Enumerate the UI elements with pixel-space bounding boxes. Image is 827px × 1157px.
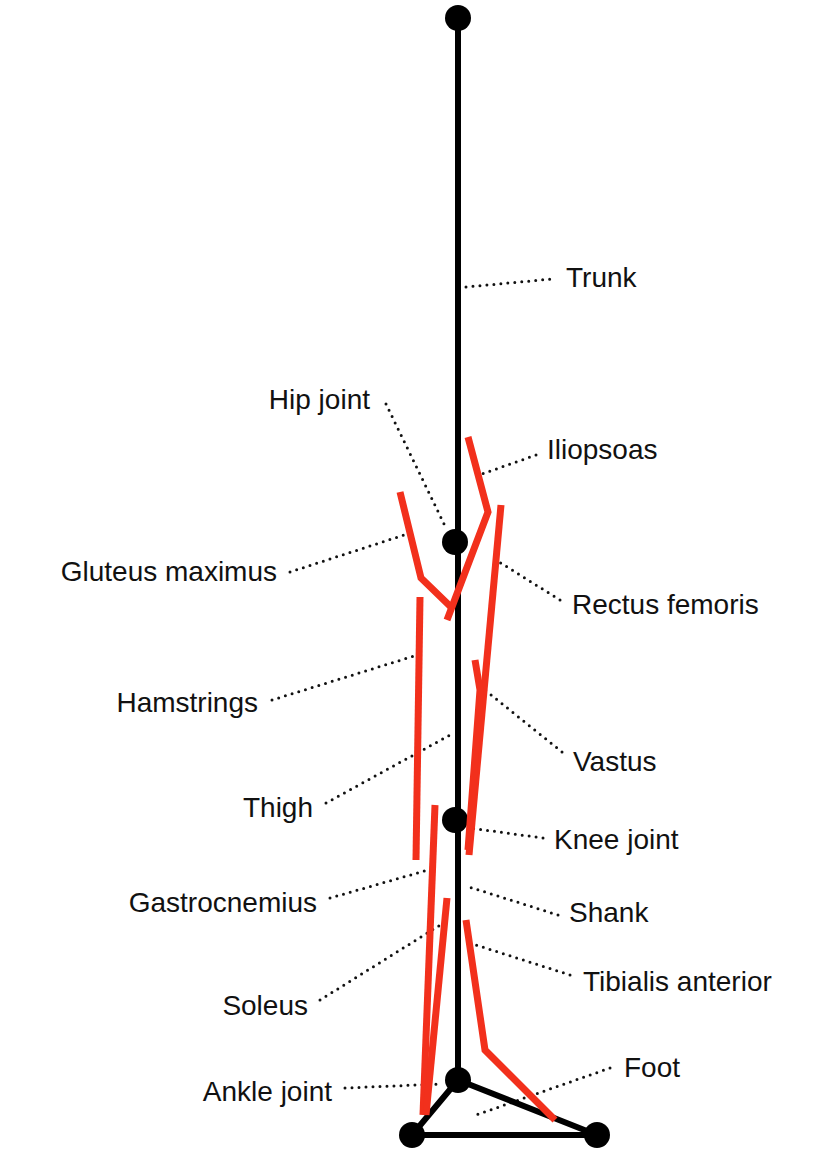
part-label: Hip joint	[269, 386, 370, 414]
leader-line	[480, 686, 562, 752]
tibialis-muscle	[466, 920, 555, 1120]
part-label: Hamstrings	[116, 689, 258, 717]
part-label: Knee joint	[554, 826, 679, 854]
skeleton	[412, 18, 597, 1135]
part-label: Rectus femoris	[572, 591, 759, 619]
joint-dot	[445, 5, 471, 31]
leader-line	[272, 656, 414, 700]
muscles	[400, 437, 555, 1120]
joint-dot	[445, 1067, 471, 1093]
part-label: Shank	[569, 899, 648, 927]
joint-dot	[442, 529, 468, 555]
leader-line	[290, 535, 404, 572]
leader-line	[476, 945, 570, 975]
leader-line	[482, 455, 536, 474]
soleus-muscle	[426, 898, 447, 1115]
leader-line	[496, 560, 560, 600]
leader-line	[330, 870, 428, 898]
part-label: Iliopsoas	[547, 436, 658, 464]
hamstrings-muscle	[416, 597, 420, 860]
leader-line	[470, 828, 543, 838]
part-label: Vastus	[573, 748, 657, 776]
part-label: Tibialis anterior	[583, 968, 772, 996]
leader-line	[466, 279, 552, 287]
foot-segment	[412, 1080, 597, 1135]
leader-line	[386, 404, 446, 528]
part-label: Ankle joint	[203, 1078, 332, 1106]
part-label: Gastrocnemius	[129, 889, 317, 917]
joint-dot	[442, 807, 468, 833]
joint-dot	[399, 1122, 425, 1148]
rectus-femoris-muscle	[469, 505, 501, 855]
joint-dot	[584, 1122, 610, 1148]
leader-line	[466, 886, 558, 915]
joints	[399, 5, 610, 1148]
vastus-muscle	[468, 660, 480, 850]
iliopsoas-muscle	[447, 437, 488, 620]
part-label: Foot	[624, 1054, 680, 1082]
part-label: Thigh	[243, 794, 313, 822]
gluteus-muscle	[400, 492, 452, 608]
leader-line	[326, 735, 450, 803]
part-label: Trunk	[566, 264, 637, 292]
part-label: Gluteus maximus	[61, 558, 277, 586]
part-label: Soleus	[222, 992, 308, 1020]
